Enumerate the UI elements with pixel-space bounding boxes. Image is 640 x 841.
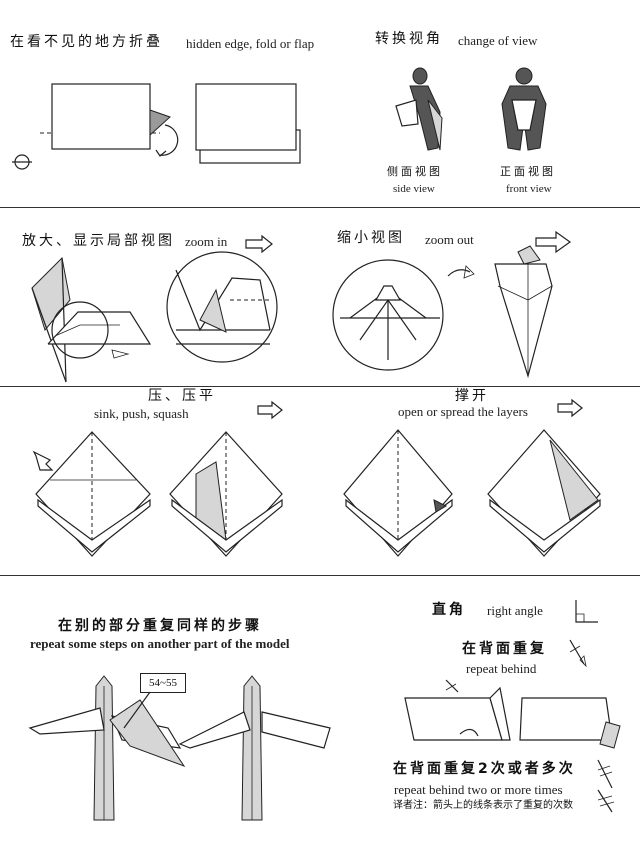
divider-2 xyxy=(0,386,640,387)
right-angle-title-en: right angle xyxy=(487,603,543,618)
change-view-title-en: change of view xyxy=(458,33,538,48)
hidden-edge-title-zh: 在看不见的地方折叠 xyxy=(10,34,163,50)
sink-diagram-after xyxy=(169,431,283,557)
zoom-out-title-zh: 缩小视图 xyxy=(337,230,405,246)
repeat-behind-title-zh: 在背面重复 xyxy=(462,641,547,657)
hidden-fold-diagram-1 xyxy=(12,83,179,170)
repeat-arrow-icon xyxy=(569,639,587,668)
side-view-label-en: side view xyxy=(393,183,435,195)
zoom-out-circle-diagram xyxy=(332,259,444,371)
divider-1 xyxy=(0,207,640,208)
repeat-multi-note: 译者注：箭头上的线条表示了重复的次数 xyxy=(393,800,573,811)
repeat-model-left xyxy=(28,675,186,821)
spread-arrow-icon xyxy=(557,398,583,418)
repeat-model-right xyxy=(178,675,331,821)
repeat-multi-title-zh: 在背面重复2次或者多次 xyxy=(393,761,576,777)
step-reference-box: 54~55 xyxy=(140,673,186,693)
spread-diagram-after xyxy=(487,429,601,557)
sink-title-en: sink, push, squash xyxy=(94,406,189,421)
right-angle-icon xyxy=(575,600,598,623)
right-angle-title-zh: 直角 xyxy=(432,602,466,618)
zoom-in-title-en: zoom in xyxy=(185,234,228,249)
spread-diagram-before xyxy=(343,429,453,557)
repeat-behind-diagram-left xyxy=(404,679,511,741)
front-view-label-en: front view xyxy=(506,183,552,195)
zoom-in-diagram xyxy=(31,256,152,383)
spread-title-en: open or spread the layers xyxy=(398,404,528,419)
front-view-label-zh: 正面视图 xyxy=(500,165,556,178)
repeat-multi-title-en: repeat behind two or more times xyxy=(394,782,563,797)
side-view-figure xyxy=(395,67,443,151)
zoom-in-detail-circle xyxy=(166,251,278,363)
repeat-behind-diagram-right xyxy=(519,697,621,749)
zoom-out-title-en: zoom out xyxy=(425,232,474,247)
spread-title-zh: 撑开 xyxy=(455,388,489,404)
change-view-title-zh: 转换视角 xyxy=(375,31,443,47)
repeat-title-zh: 在别的部分重复同样的步骤 xyxy=(58,618,262,634)
sink-title-zh: 压、压平 xyxy=(148,388,216,404)
zoom-in-title-zh: 放大、显示局部视图 xyxy=(22,233,175,249)
zoom-out-arrow-icon xyxy=(447,265,475,279)
divider-3 xyxy=(0,575,640,576)
repeat-title-en: repeat some steps on another part of the… xyxy=(30,636,290,651)
sink-diagram-before xyxy=(35,431,151,557)
front-view-figure xyxy=(501,67,547,151)
sink-arrow-icon xyxy=(32,450,54,471)
zoom-arrow-icon xyxy=(245,234,273,254)
side-view-label-zh: 侧面视图 xyxy=(387,165,443,178)
hidden-fold-diagram-2 xyxy=(195,83,301,164)
zoom-out-flip-arrow-icon xyxy=(535,230,572,254)
zoom-out-result-diagram xyxy=(494,245,553,379)
repeat-behind-title-en: repeat behind xyxy=(466,661,537,676)
hidden-edge-title-en: hidden edge, fold or flap xyxy=(186,36,315,51)
sink-result-arrow-icon xyxy=(257,400,283,420)
repeat-multi-arrow-icon xyxy=(597,759,615,813)
